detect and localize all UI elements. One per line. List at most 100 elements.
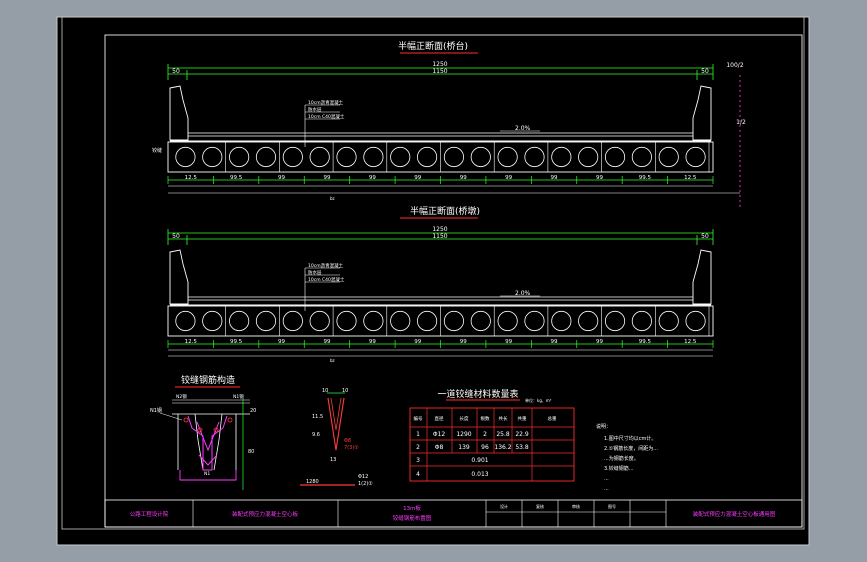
svg-text:2: 2 [416, 444, 420, 451]
svg-text:N2钢: N2钢 [176, 393, 187, 400]
svg-text:bz: bz [330, 358, 335, 363]
svg-text:图号: 图号 [608, 503, 616, 509]
span-label: 99.5 [639, 339, 652, 345]
svg-text:3.铰缝钢筋...: 3.铰缝钢筋... [604, 465, 634, 472]
svg-text:...为钢筋长度。: ...为钢筋长度。 [604, 455, 639, 462]
slab-void [604, 310, 626, 332]
slab-voids [175, 306, 710, 336]
svg-text:1250: 1250 [432, 61, 447, 68]
svg-text:Φ8: Φ8 [344, 438, 351, 444]
svg-text:139: 139 [458, 444, 470, 451]
span-label: 12.5 [185, 339, 198, 345]
svg-text:4: 4 [416, 471, 420, 478]
svg-text:铰缝钢筋构造: 铰缝钢筋构造 [181, 374, 235, 386]
svg-text:2.①钢筋长度，间距为...: 2.①钢筋长度，间距为... [604, 445, 658, 452]
svg-text:N1: N1 [204, 471, 210, 477]
svg-text:1.图中尺寸均以cm计。: 1.图中尺寸均以cm计。 [604, 435, 656, 442]
svg-text:1290: 1290 [456, 431, 471, 438]
span-label: 99 [278, 339, 285, 345]
svg-text:7(3)②: 7(3)② [344, 445, 359, 451]
slab-void [631, 146, 652, 168]
slab-void [497, 146, 518, 168]
span-label: 99 [596, 339, 603, 345]
svg-text:13m板: 13m板 [403, 504, 421, 512]
svg-text:10: 10 [322, 388, 328, 394]
svg-text:20: 20 [250, 408, 256, 414]
svg-text:1: 1 [416, 431, 420, 438]
span-label: 99 [505, 175, 512, 181]
slab-void [309, 310, 330, 332]
span-label: 99 [278, 175, 285, 181]
svg-text:25.8: 25.8 [496, 431, 510, 438]
svg-text:10cm沥青混凝土: 10cm沥青混凝土 [308, 262, 344, 269]
slab-void [658, 146, 679, 168]
span-label: 12.5 [684, 175, 697, 181]
span-label: 99 [460, 175, 467, 181]
svg-text:10: 10 [342, 388, 348, 394]
svg-text:长度: 长度 [460, 415, 469, 422]
drawing-sheet [57, 17, 809, 545]
svg-text:100/2: 100/2 [726, 62, 743, 69]
svg-text:bz: bz [330, 196, 335, 201]
svg-text:审核: 审核 [572, 503, 580, 509]
slab-void [390, 146, 411, 168]
span-label: 99 [414, 175, 421, 181]
svg-text:说明：: 说明： [596, 423, 611, 430]
slab-void [336, 146, 357, 168]
slab-void [443, 310, 464, 332]
slab-void [443, 146, 464, 168]
svg-text:Φ12: Φ12 [433, 431, 446, 438]
slab-void [604, 146, 626, 168]
slab-void [685, 146, 706, 168]
svg-text:N1钢: N1钢 [233, 393, 244, 400]
span-label: 99 [323, 339, 330, 345]
slab-void [417, 146, 438, 168]
slab-void [202, 310, 223, 332]
slab-void [255, 310, 277, 332]
svg-text:22.9: 22.9 [515, 431, 529, 438]
svg-text:防水层: 防水层 [308, 106, 322, 113]
svg-text:总重: 总重 [548, 415, 557, 422]
svg-text:一道铰缝材料数量表: 一道铰缝材料数量表 [437, 388, 518, 400]
slab-void [282, 310, 303, 332]
svg-text:50: 50 [701, 233, 709, 240]
span-label: 99 [551, 339, 558, 345]
svg-text:根数: 根数 [481, 415, 490, 422]
section-title: 半幅正断面(桥墩) [410, 205, 480, 217]
svg-text:N1钢: N1钢 [150, 407, 162, 414]
svg-text:Φ8: Φ8 [435, 444, 444, 451]
span-label: 99 [323, 175, 330, 181]
span-label: 99.5 [230, 175, 243, 181]
svg-text:1280: 1280 [306, 479, 319, 485]
svg-text:2.0%: 2.0% [515, 125, 531, 132]
slab-void [175, 310, 196, 332]
svg-text:0.013: 0.013 [471, 471, 488, 478]
svg-text:1150: 1150 [432, 233, 447, 240]
section-abutment: 半幅正断面(桥台) 1250 1150 50 50 100/2 1/2 2.0%… [152, 40, 746, 210]
slab-void [336, 310, 357, 332]
span-label: 99 [596, 175, 603, 181]
svg-text:2.0%: 2.0% [515, 290, 531, 297]
svg-text:直径: 直径 [435, 415, 444, 422]
slab-void [229, 146, 250, 168]
span-label: 99 [414, 339, 421, 345]
svg-text:装配式预应力混凝土空心板通用图: 装配式预应力混凝土空心板通用图 [693, 510, 776, 518]
title-block: 公路工程设计院 装配式预应力混凝土空心板 13m板 铰缝钢筋布置图 装配式预应力… [104, 499, 803, 528]
slab-void [390, 310, 411, 332]
svg-text:Φ12: Φ12 [358, 474, 368, 480]
slab-void [497, 310, 518, 332]
slab-void [631, 310, 652, 332]
notes: 说明： 1.图中尺寸均以cm计。 2.①钢筋长度，间距为... ...为钢筋长度… [596, 423, 658, 492]
hinge-rebar-detail: 铰缝钢筋构造 20 80 N1钢 N2钢 N1钢 N1 [150, 374, 256, 490]
svg-text:共长: 共长 [499, 415, 508, 422]
rebar-shape-detail: 10 10 11.5 9.6 13 Φ8 7(3)② 1280 Φ12 1(2)… [300, 388, 373, 487]
svg-text:1(2)①: 1(2)① [358, 481, 373, 487]
span-label: 99 [369, 339, 376, 345]
svg-text:10cm沥青混凝土: 10cm沥青混凝土 [308, 99, 344, 106]
slab-void [658, 310, 679, 332]
slab-void [282, 146, 303, 168]
